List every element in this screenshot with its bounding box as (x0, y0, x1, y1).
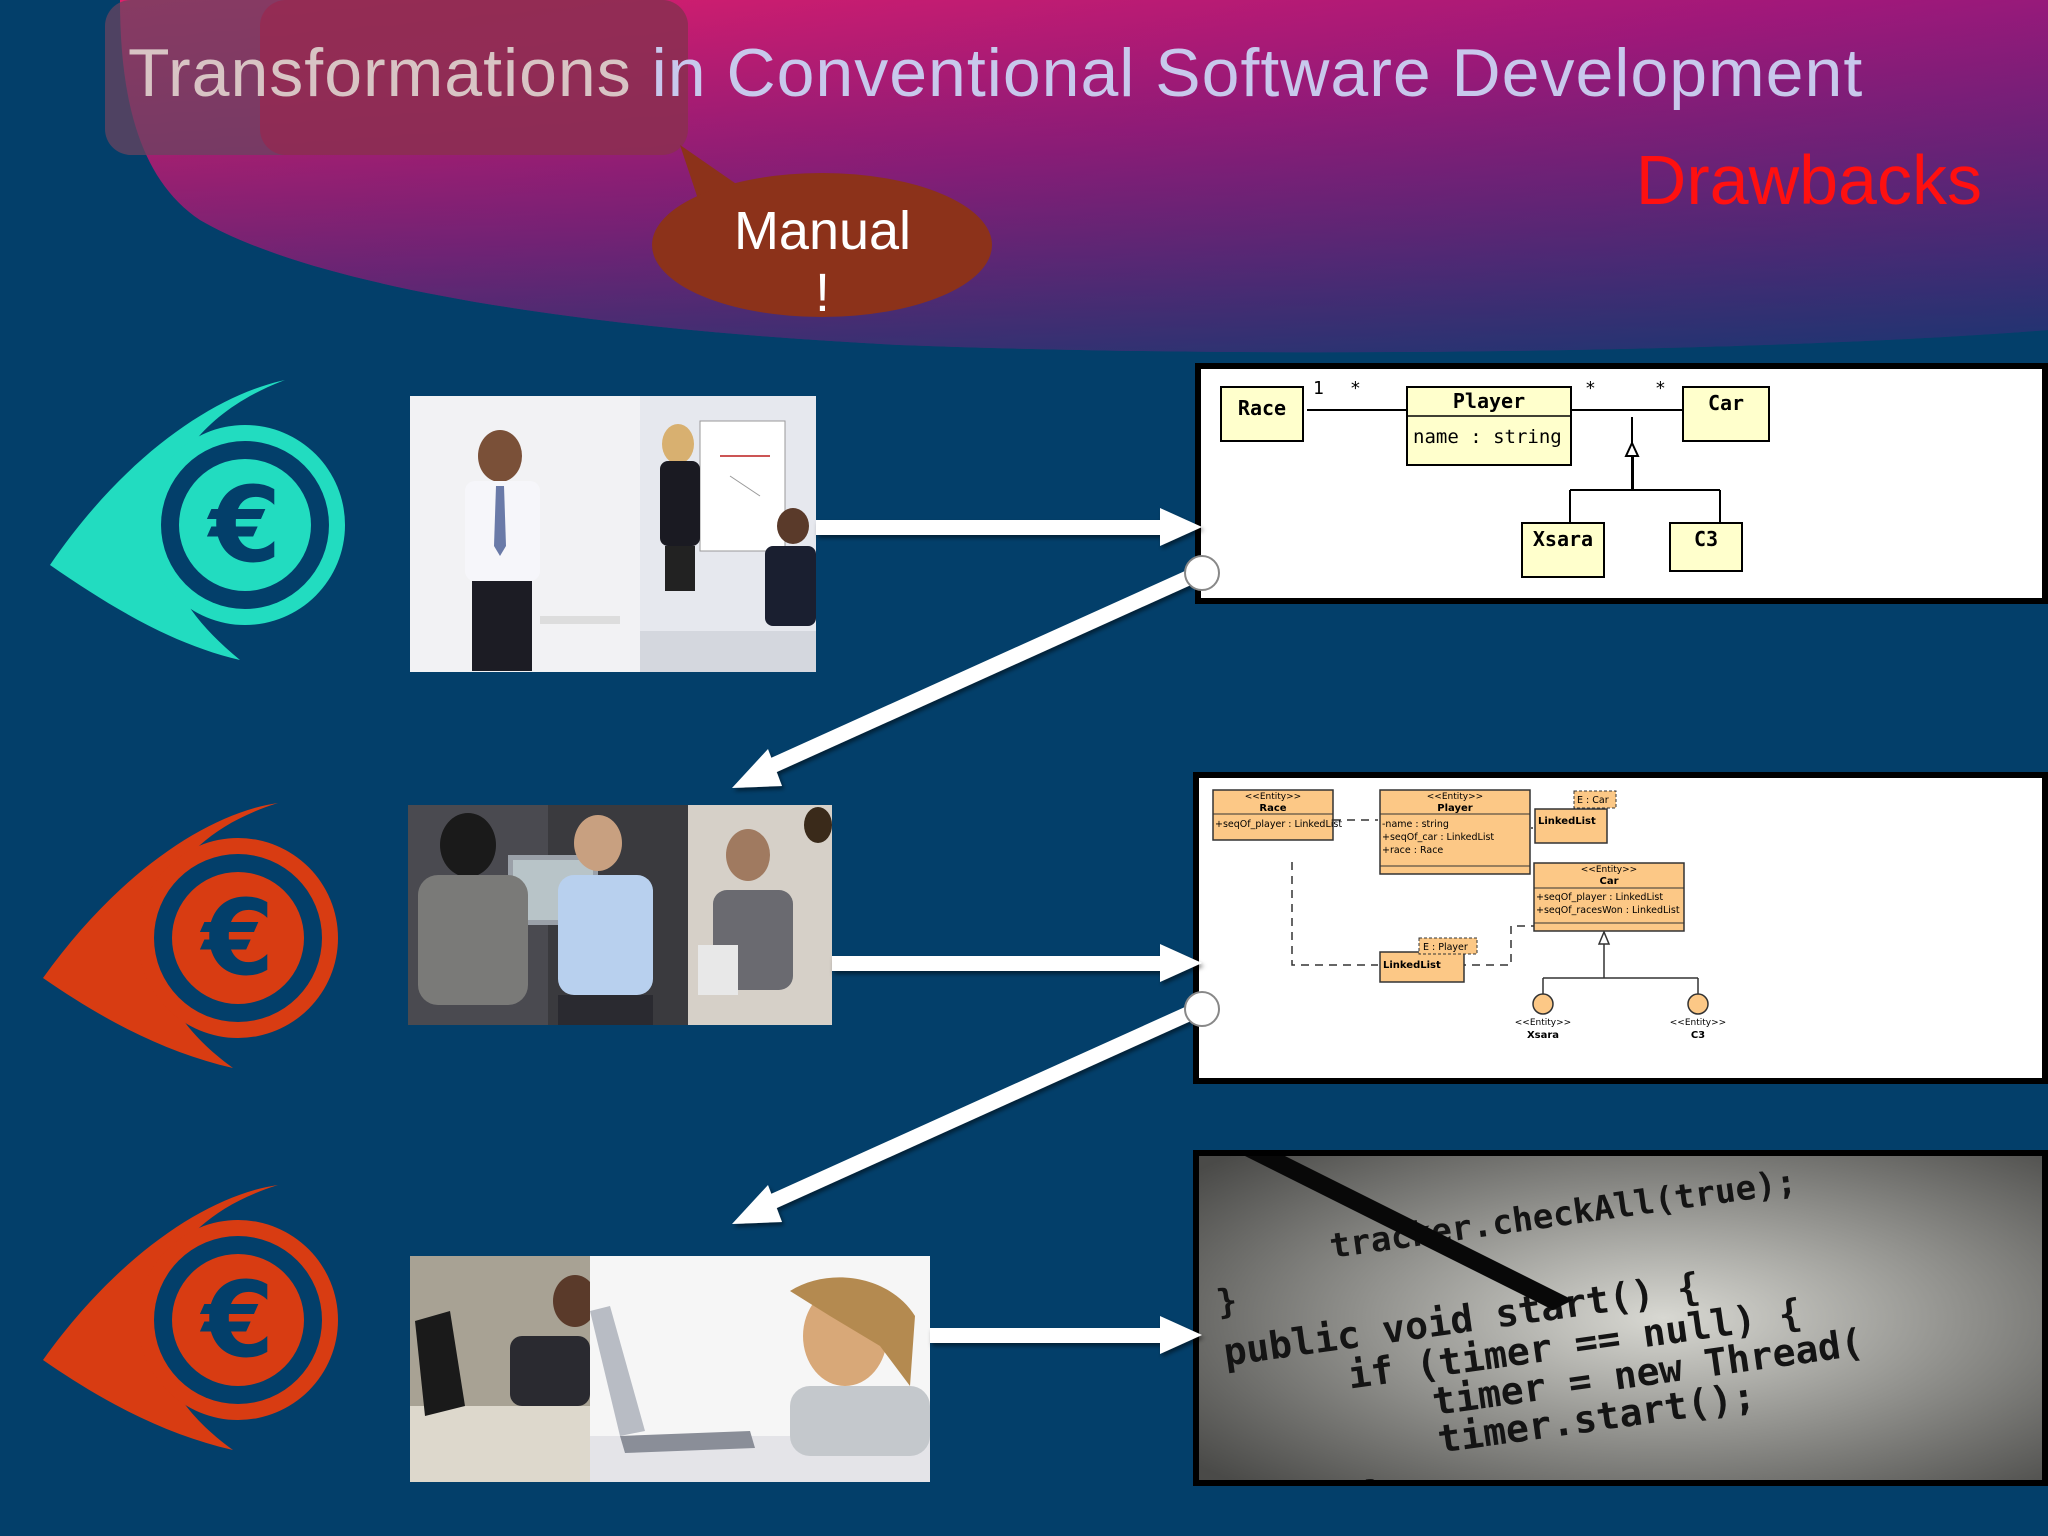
stereotype: <<Entity>> (1581, 865, 1637, 875)
uml-diagram-1: Race Player name : string Car Xsara C3 1… (1220, 378, 1770, 578)
photo-developers-coding (410, 1256, 930, 1482)
stereotype: <<Entity>> (1670, 1018, 1726, 1028)
arrow-right (930, 1316, 1202, 1354)
pen-icon (1245, 1156, 1573, 1310)
multiplicity: 1 (1313, 378, 1324, 399)
entity-linkedlist-car: LinkedList (1538, 816, 1596, 827)
stereotype: <<Entity>> (1515, 1018, 1571, 1028)
template-tag: E : Player (1423, 942, 1468, 953)
euro-coin-icon: € (43, 803, 338, 1068)
title-rest: in Conventional Software Development (651, 35, 1864, 111)
connector-knob (1184, 555, 1220, 591)
multiplicity: * (1585, 378, 1596, 399)
title-first-word: Transformations (128, 35, 632, 111)
stereotype: <<Entity>> (1427, 792, 1483, 802)
entity-linkedlist-player: LinkedList (1383, 960, 1441, 971)
class-race: Race (1238, 396, 1286, 420)
car-attr: +seqOf_racesWon : LinkedList (1536, 905, 1680, 916)
slide-title: Transformations in Conventional Software… (128, 34, 1863, 112)
entity-c3: C3 (1691, 1030, 1705, 1041)
player-attr: -name : string (1382, 819, 1449, 830)
svg-text:€: € (207, 464, 281, 586)
class-player-attr: name : string (1413, 426, 1562, 448)
multiplicity: * (1350, 378, 1361, 399)
speech-bubble (652, 173, 992, 317)
euro-coin-icon: € (50, 380, 345, 660)
entity-car: Car (1599, 876, 1618, 887)
euro-coin-icon: € (43, 1185, 338, 1450)
bubble-text: Manual ! (650, 200, 995, 324)
header-background (105, 0, 2048, 353)
arrow-back (732, 1002, 1202, 1224)
entity-race: Race (1259, 803, 1286, 814)
player-attr: +seqOf_car : LinkedList (1382, 832, 1494, 843)
bubble-line-1: Manual (733, 201, 912, 261)
uml-design-model: <<Entity>> Race +seqOf_player : LinkedLi… (1193, 772, 2048, 1084)
car-attr: +seqOf_player : LinkedList (1536, 892, 1663, 903)
uml-diagram-2: <<Entity>> Race +seqOf_player : LinkedLi… (1212, 789, 1726, 1041)
code-line: } (1362, 1472, 1388, 1486)
arrow-back (732, 566, 1202, 788)
photo-design-team (408, 805, 832, 1025)
class-player: Player (1453, 389, 1525, 413)
class-xsara: Xsara (1533, 527, 1593, 551)
photo-requirements-meeting (410, 396, 816, 672)
bubble-line-2: ! (814, 263, 830, 323)
class-car: Car (1708, 391, 1744, 415)
svg-text:€: € (200, 1259, 274, 1381)
entity-player: Player (1437, 803, 1472, 814)
arrow-right (832, 944, 1202, 982)
stereotype: <<Entity>> (1245, 792, 1301, 802)
code-listing: tracker.checkAll(true); } public void st… (1199, 1156, 2042, 1486)
code-photo: tracker.checkAll(true); } public void st… (1193, 1150, 2048, 1486)
uml-domain-model: Race Player name : string Car Xsara C3 1… (1195, 363, 2048, 604)
slide-subtitle: Drawbacks (1635, 141, 1982, 219)
class-c3: C3 (1694, 527, 1718, 551)
entity-xsara: Xsara (1527, 1030, 1559, 1041)
svg-text:€: € (200, 877, 274, 999)
template-tag: E : Car (1577, 795, 1609, 806)
player-attr: +race : Race (1382, 845, 1443, 856)
multiplicity: * (1655, 378, 1666, 399)
connector-knob (1184, 991, 1220, 1027)
arrow-right (816, 508, 1202, 546)
race-attr: +seqOf_player : LinkedList (1215, 819, 1342, 830)
